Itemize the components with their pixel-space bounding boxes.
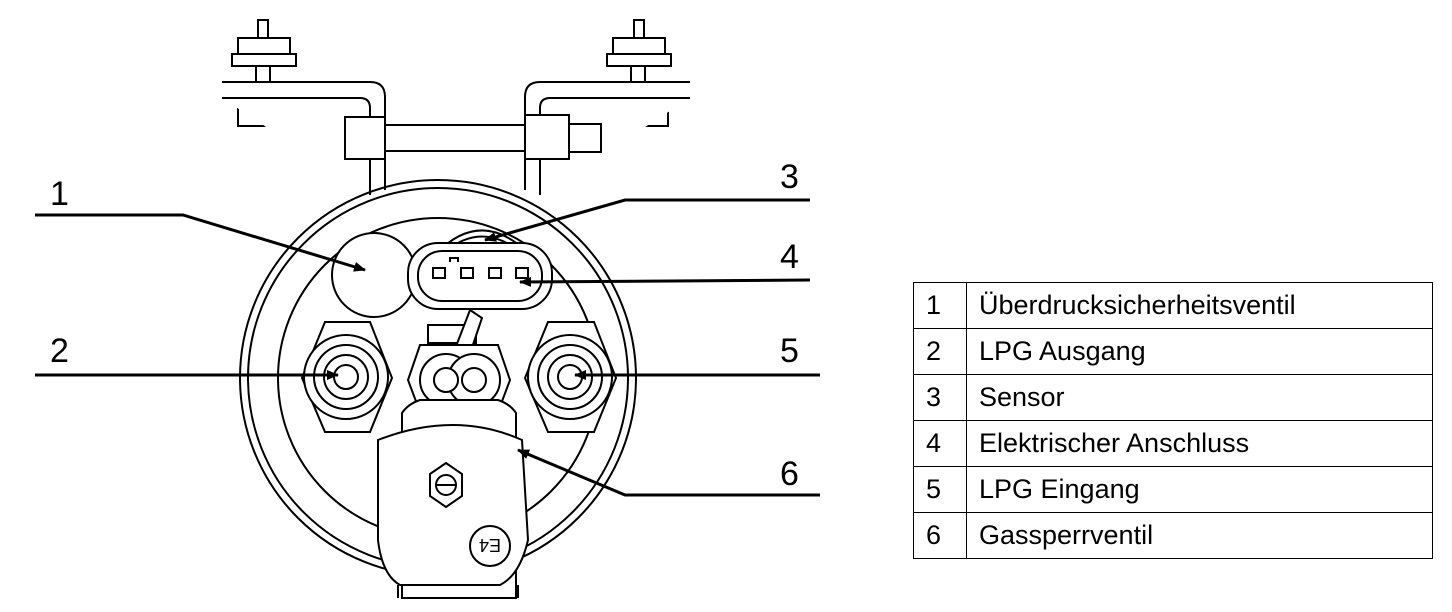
mounting-bracket [222, 19, 690, 195]
callout-number-6: 6 [780, 455, 799, 493]
center-fitting-shape [406, 344, 512, 413]
legend-label: Gassperrventil [966, 512, 1433, 559]
legend-label: Elektrischer Anschluss [966, 420, 1433, 467]
callout-number-2: 2 [50, 332, 69, 370]
legend-row: 3 Sensor [913, 374, 1433, 421]
leader-6 [517, 448, 820, 497]
callout-number-3: 3 [780, 158, 799, 196]
leader-4 [519, 276, 811, 287]
inlet-port-shape [523, 321, 618, 433]
legend-number: 2 [913, 328, 967, 375]
leader-1 [35, 213, 366, 272]
relief-valve-shape [331, 232, 417, 318]
legend-label: Überdrucksicherheitsventil [966, 282, 1433, 329]
legend-row: 4 Elektrischer Anschluss [913, 420, 1433, 467]
legend-row: 2 LPG Ausgang [913, 328, 1433, 375]
stamp-text: E4 [479, 535, 501, 555]
leader-3 [484, 198, 810, 242]
legend-number: 5 [913, 466, 967, 513]
callout-number-1: 1 [50, 175, 69, 213]
valve-diagram: E4 1 2 3 4 5 6 [35, 19, 820, 599]
electrical-connector-shape [407, 242, 553, 397]
callout-number-4: 4 [780, 238, 799, 276]
shutoff-valve-shape [377, 399, 530, 599]
legend-row: 6 Gassperrventil [913, 512, 1433, 559]
legend-label: Sensor [966, 374, 1433, 421]
legend-number: 1 [913, 282, 967, 329]
legend-label: LPG Ausgang [966, 328, 1433, 375]
legend-row: 5 LPG Eingang [913, 466, 1433, 513]
legend-number: 4 [913, 420, 967, 467]
callout-leaders [35, 198, 820, 497]
legend-number: 6 [913, 512, 967, 559]
outlet-port-shape [300, 321, 394, 433]
legend-number: 3 [913, 374, 967, 421]
legend-row: 1 Überdrucksicherheitsventil [913, 282, 1433, 329]
legend-table: 1 Überdrucksicherheitsventil 2 LPG Ausga… [913, 282, 1433, 559]
callout-number-5: 5 [780, 332, 799, 370]
legend-label: LPG Eingang [966, 466, 1433, 513]
